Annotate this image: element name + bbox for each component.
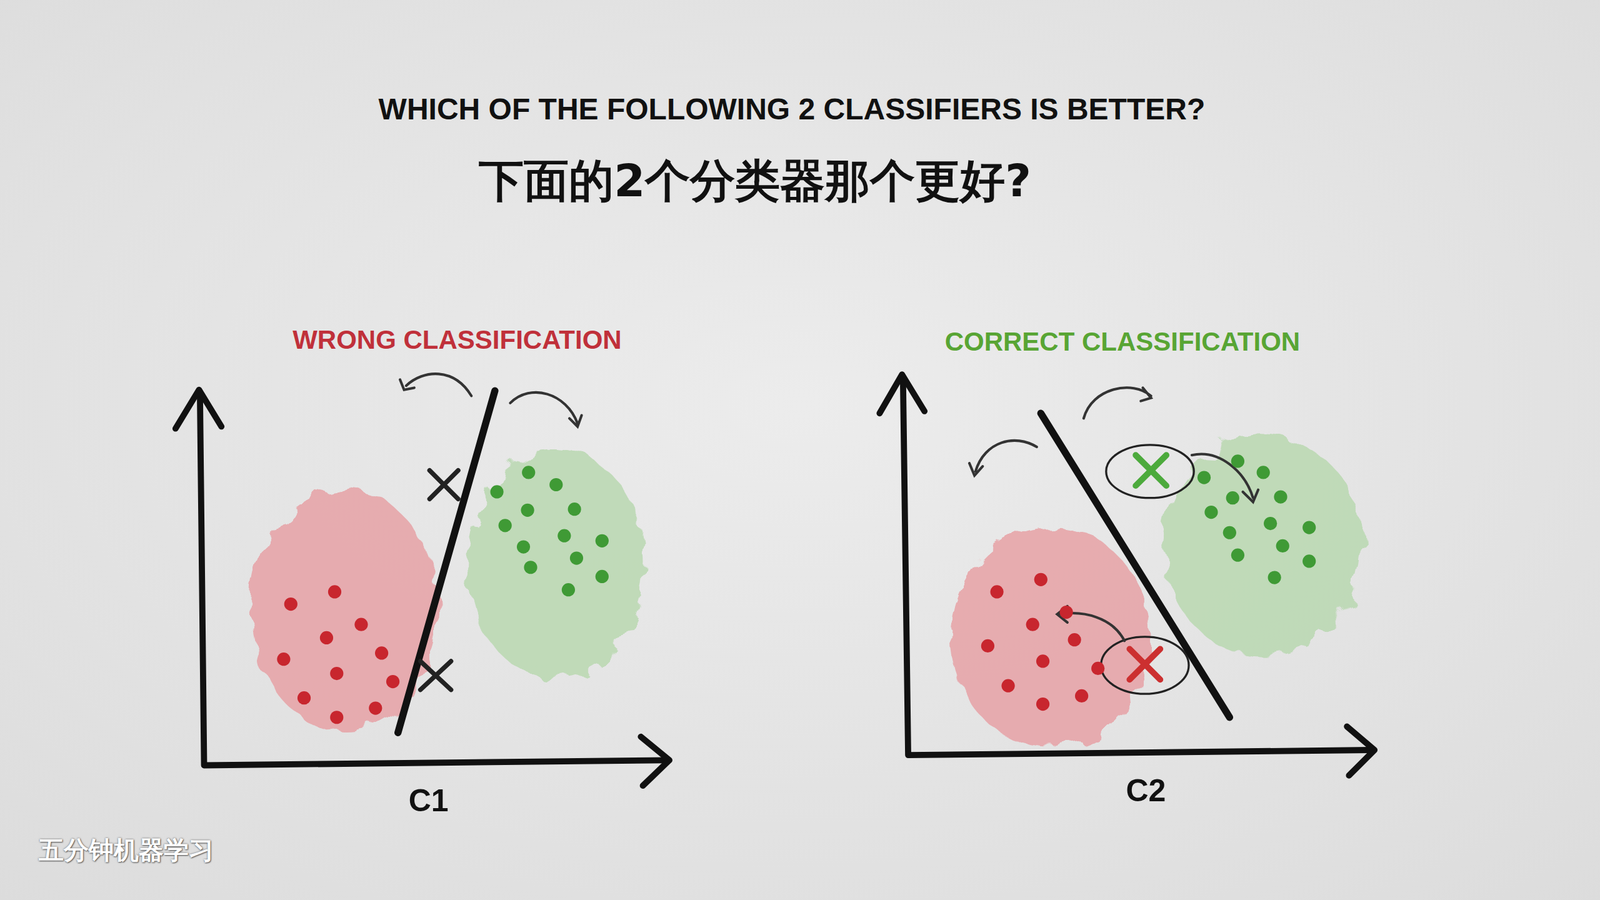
data-point <box>276 652 290 666</box>
data-point <box>1273 490 1287 504</box>
data-point <box>557 529 571 543</box>
data-point <box>1036 697 1050 711</box>
data-point <box>1276 539 1290 553</box>
subtitle-chinese: 下面的2个分类器那个更好? <box>478 155 1032 207</box>
data-point <box>1197 470 1211 484</box>
highlight-ring <box>1101 636 1189 694</box>
data-point <box>549 478 563 492</box>
data-point <box>990 585 1004 599</box>
title: WHICH OF THE FOLLOWING 2 CLASSIFIERS IS … <box>378 91 1206 127</box>
data-point <box>320 631 334 645</box>
data-point <box>521 465 535 479</box>
data-point <box>498 518 512 532</box>
data-point <box>284 597 298 611</box>
data-point <box>1091 661 1105 675</box>
data-point <box>490 485 504 499</box>
data-point <box>368 701 382 715</box>
move-arrow <box>1056 606 1125 642</box>
classifier-name: C1 <box>408 783 449 820</box>
panel-heading: CORRECT CLASSIFICATION <box>945 326 1301 357</box>
watermark: 五分钟机器学习 <box>38 835 214 865</box>
data-point <box>1204 505 1218 519</box>
data-point <box>523 560 537 574</box>
data-point <box>1060 605 1074 619</box>
data-point <box>1223 526 1237 540</box>
move-arrow <box>1191 454 1259 503</box>
green-cluster <box>466 450 646 679</box>
data-point <box>328 585 342 599</box>
data-point <box>1231 548 1245 562</box>
data-point <box>1034 573 1048 587</box>
data-point <box>520 503 534 517</box>
axes <box>200 398 665 766</box>
data-point <box>1231 454 1245 468</box>
data-point <box>1302 554 1316 568</box>
data-point <box>1268 570 1282 584</box>
data-point <box>297 691 311 705</box>
data-point <box>1302 520 1316 534</box>
data-point <box>1036 654 1050 668</box>
classifier-name: C2 <box>1126 773 1167 810</box>
data-point <box>1026 618 1040 632</box>
data-points <box>276 454 1316 724</box>
plot-c2 <box>879 374 1375 776</box>
panel-heading: WRONG CLASSIFICATION <box>292 325 622 355</box>
side-arrow <box>969 440 1037 476</box>
axis-arrowheads <box>879 374 1375 776</box>
data-point <box>561 583 575 597</box>
side-arrow <box>400 373 472 396</box>
red-cluster <box>951 527 1152 749</box>
data-point <box>570 551 584 565</box>
corrected-mark <box>1129 648 1160 680</box>
data-point <box>386 675 400 689</box>
data-point <box>1256 465 1270 479</box>
decision-line <box>1040 413 1230 718</box>
data-point <box>595 534 609 548</box>
data-point <box>1075 689 1089 703</box>
data-point <box>375 646 389 660</box>
highlight-ring <box>1106 445 1194 499</box>
decision-line <box>398 390 495 733</box>
corrected-mark <box>1135 455 1167 486</box>
axes <box>903 382 1371 755</box>
data-point <box>1263 516 1277 530</box>
data-point <box>568 502 582 516</box>
data-point <box>981 639 995 653</box>
data-point <box>1226 491 1240 505</box>
axis-arrowheads <box>175 390 670 786</box>
data-point <box>1001 679 1015 693</box>
data-point <box>330 666 344 680</box>
data-point <box>1068 633 1082 647</box>
data-point <box>354 618 368 632</box>
side-arrow <box>1083 387 1152 419</box>
plot-c1 <box>175 373 670 786</box>
misclassified-mark <box>420 470 459 690</box>
side-arrow <box>510 392 582 427</box>
data-point <box>516 540 530 554</box>
data-point <box>330 710 344 724</box>
data-point <box>595 570 609 584</box>
